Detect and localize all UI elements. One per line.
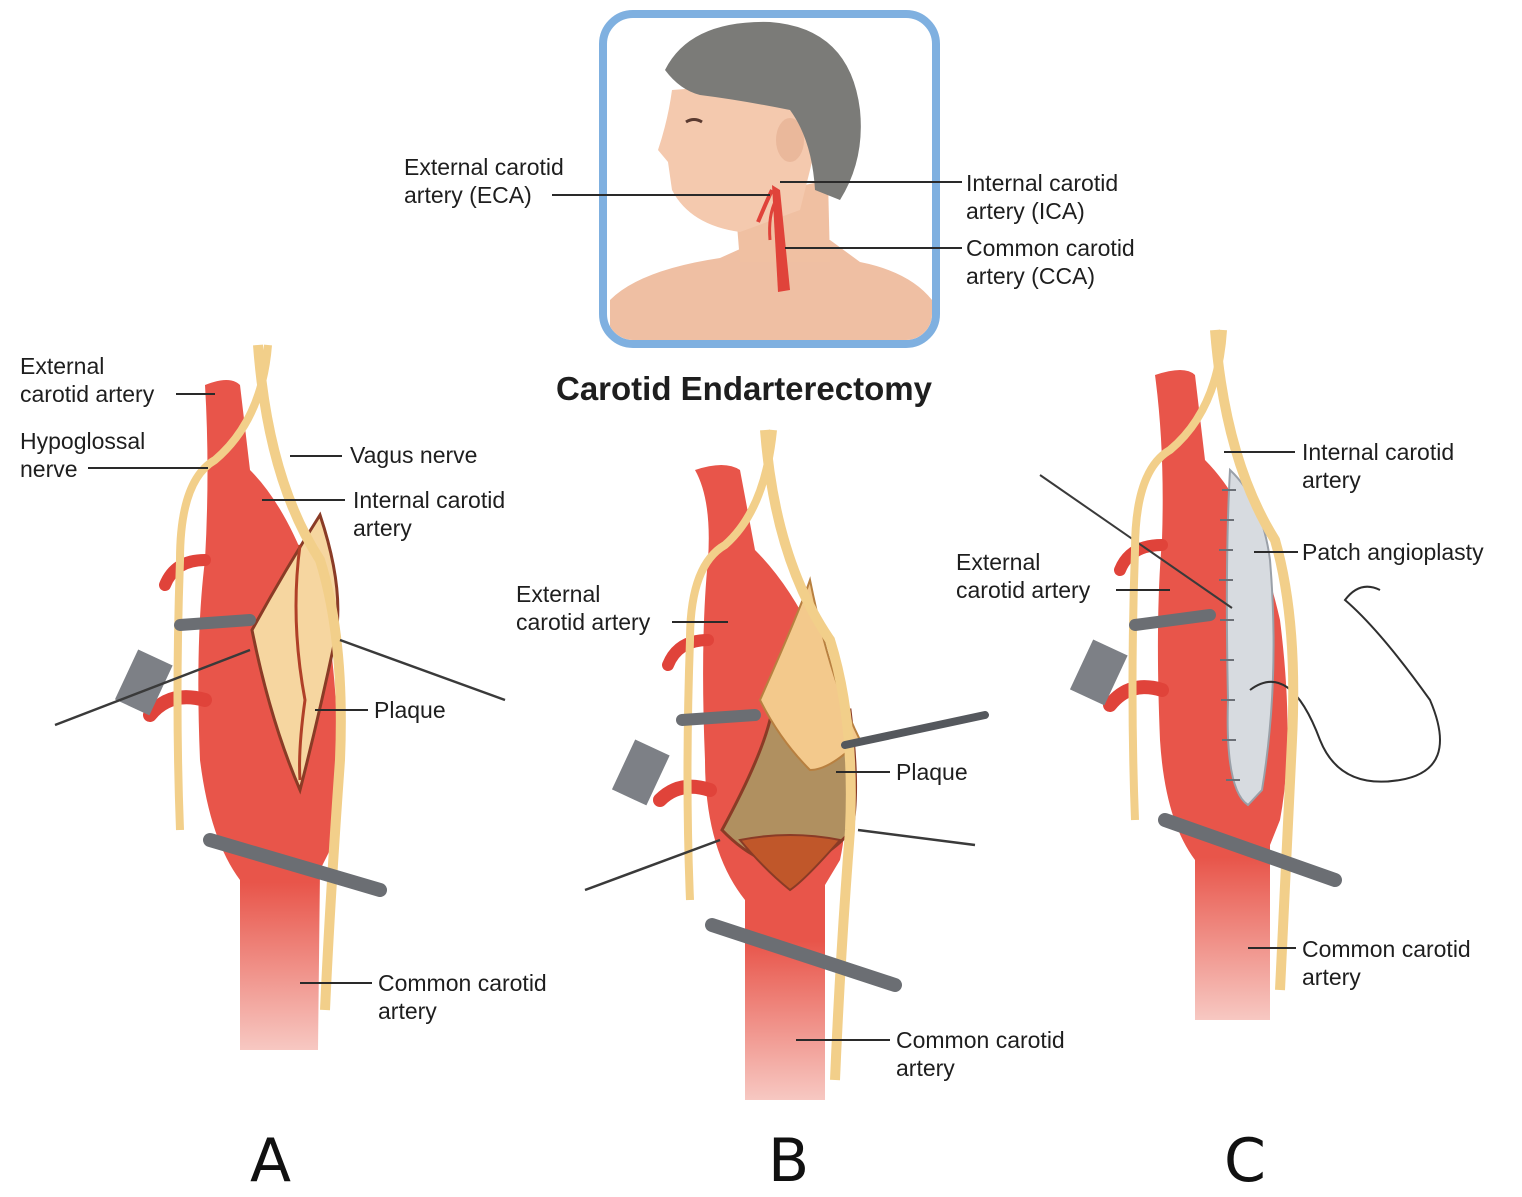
inset-cca-label-line1: Common carotid <box>966 234 1135 262</box>
b-common-carotid-line1: Common carotid <box>896 1026 1065 1054</box>
c-external-carotid-label: External carotid artery <box>956 548 1090 604</box>
inset-ica-label-line1: Internal carotid <box>966 169 1118 197</box>
c-internal-carotid-line1: Internal carotid <box>1302 438 1454 466</box>
c-internal-carotid-label: Internal carotid artery <box>1302 438 1454 494</box>
a-internal-carotid-label: Internal carotid artery <box>353 486 505 542</box>
inset-cca-label-line2: artery (CCA) <box>966 262 1135 290</box>
b-plaque-label: Plaque <box>896 758 968 786</box>
panel-b-letter: B <box>768 1126 809 1196</box>
a-external-carotid-label: External carotid artery <box>20 352 154 408</box>
inset-ica-label-line2: artery (ICA) <box>966 197 1118 225</box>
panel-c-letter: C <box>1224 1126 1266 1196</box>
a-vagus-label: Vagus nerve <box>350 441 477 469</box>
c-common-carotid-line2: artery <box>1302 963 1471 991</box>
a-common-carotid-label: Common carotid artery <box>378 969 547 1025</box>
c-common-carotid-line1: Common carotid <box>1302 935 1471 963</box>
a-internal-carotid-line2: artery <box>353 514 505 542</box>
a-internal-carotid-line1: Internal carotid <box>353 486 505 514</box>
inset-cca-label: Common carotid artery (CCA) <box>966 234 1135 290</box>
inset-eca-label: External carotid artery (ECA) <box>404 153 564 209</box>
c-external-carotid-line1: External <box>956 548 1090 576</box>
b-common-carotid-label: Common carotid artery <box>896 1026 1065 1082</box>
inset-eca-label-line2: artery (ECA) <box>404 181 564 209</box>
a-external-carotid-line2: carotid artery <box>20 380 154 408</box>
a-plaque-label: Plaque <box>374 696 446 724</box>
inset-ica-label: Internal carotid artery (ICA) <box>966 169 1118 225</box>
figure-title: Carotid Endarterectomy <box>556 370 932 408</box>
inset-head-illustration <box>603 14 936 344</box>
b-external-carotid-line1: External <box>516 580 650 608</box>
b-common-carotid-line2: artery <box>896 1054 1065 1082</box>
c-patch-label: Patch angioplasty <box>1302 538 1484 566</box>
c-internal-carotid-line2: artery <box>1302 466 1454 494</box>
c-common-carotid-label: Common carotid artery <box>1302 935 1471 991</box>
b-external-carotid-line2: carotid artery <box>516 608 650 636</box>
a-common-carotid-line1: Common carotid <box>378 969 547 997</box>
a-common-carotid-line2: artery <box>378 997 547 1025</box>
a-hypoglossal-label: Hypoglossal nerve <box>20 427 145 483</box>
c-external-carotid-line2: carotid artery <box>956 576 1090 604</box>
inset-eca-label-line1: External carotid <box>404 153 564 181</box>
a-external-carotid-line1: External <box>20 352 154 380</box>
panel-a-letter: A <box>250 1126 291 1196</box>
a-hypoglossal-line2: nerve <box>20 455 145 483</box>
a-hypoglossal-line1: Hypoglossal <box>20 427 145 455</box>
b-external-carotid-label: External carotid artery <box>516 580 650 636</box>
panel-c-illustration <box>1040 330 1440 1020</box>
